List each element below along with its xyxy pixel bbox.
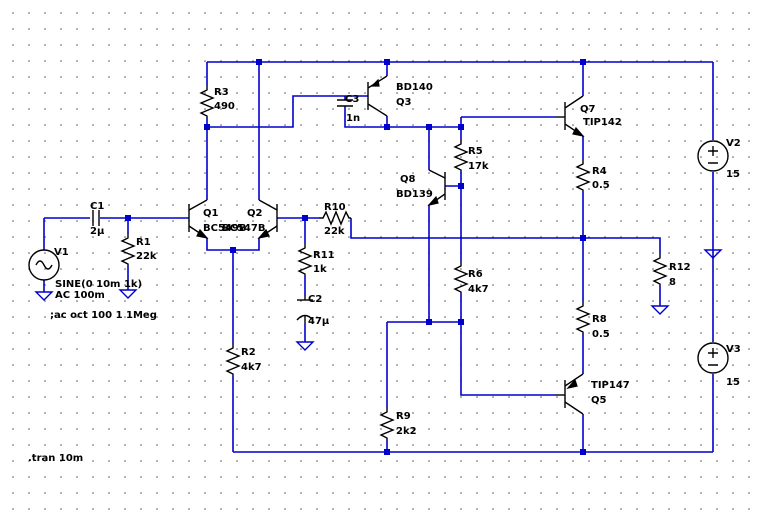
voltage-source-v2[interactable]: V2 15 (697, 138, 741, 180)
c3-ref: C3 (345, 94, 359, 105)
resistor-r3[interactable]: R3 490 (199, 86, 235, 118)
resistor-r4[interactable]: R4 0.5 (575, 160, 610, 192)
r10-value: 22k (324, 226, 345, 237)
r5-value: 17k (468, 161, 489, 172)
r1-ref: R1 (136, 237, 151, 248)
q1-value: BC549B (203, 223, 246, 234)
resistor-r1[interactable]: R1 22k (120, 234, 157, 266)
c2-value: 47µ (308, 316, 330, 327)
ground-icon (118, 289, 138, 299)
v3-value: 15 (726, 377, 740, 388)
q1-ref: Q1 (203, 208, 219, 219)
voltage-source-v1[interactable]: V1 SINE(0 10m 1k) AC 100m (28, 247, 142, 301)
q3-ref: Q3 (396, 97, 412, 108)
v1-value: SINE(0 10m 1k) (55, 279, 142, 290)
q8-ref: Q8 (400, 174, 416, 185)
transistor-q3[interactable]: BD140 Q3 (367, 75, 433, 117)
resistor-r6[interactable]: R6 4k7 (453, 262, 489, 295)
r11-value: 1k (313, 264, 327, 275)
tran-directive[interactable]: .tran 10m (28, 453, 83, 464)
r8-value: 0.5 (592, 329, 610, 340)
r1-value: 22k (136, 251, 157, 262)
r12-ref: R12 (669, 262, 691, 273)
q2-value: BC547B (222, 223, 265, 234)
r2-value: 4k7 (241, 362, 262, 373)
r8-ref: R8 (592, 314, 607, 325)
capacitor-c2[interactable]: C2 47µ (296, 294, 330, 327)
q7-value: TIP142 (583, 117, 622, 128)
capacitor-c3[interactable]: C3 1n (337, 94, 360, 124)
q3-value: BD140 (396, 82, 433, 93)
transistor-q1[interactable]: Q1 BC549B (188, 199, 246, 239)
r3-ref: R3 (214, 87, 229, 98)
resistor-r2[interactable]: R2 4k7 (225, 344, 262, 376)
v2-value: 15 (726, 169, 740, 180)
r9-ref: R9 (396, 411, 411, 422)
r10-ref: R10 (324, 202, 346, 213)
q7-ref: Q7 (580, 104, 596, 115)
resistor-r5[interactable]: R5 17k (453, 140, 489, 172)
ac-directive[interactable]: ;ac oct 100 1 1Meg (50, 310, 157, 321)
r3-value: 490 (214, 101, 235, 112)
c3-value: 1n (346, 113, 360, 124)
r11-ref: R11 (313, 250, 335, 261)
ground-icon (650, 305, 670, 315)
transistor-q7[interactable]: Q7 TIP142 (555, 95, 622, 137)
r2-ref: R2 (241, 347, 256, 358)
resistor-r11[interactable]: R11 1k (297, 244, 335, 276)
transistor-q2[interactable]: Q2 BC547B (222, 199, 278, 239)
capacitor-c1[interactable]: C1 2µ (90, 201, 105, 237)
resistor-r9[interactable]: R9 2k2 (379, 408, 417, 440)
ground-icon (703, 249, 723, 259)
r6-ref: R6 (468, 269, 483, 280)
c1-ref: C1 (90, 201, 104, 212)
ground-icon (295, 341, 315, 351)
r5-ref: R5 (468, 146, 483, 157)
voltage-source-v3[interactable]: V3 15 (697, 342, 741, 388)
ground-symbols (34, 249, 723, 351)
r6-value: 4k7 (468, 284, 489, 295)
resistor-r8[interactable]: R8 0.5 (575, 302, 610, 340)
v3-ref: V3 (726, 344, 741, 355)
q8-value: BD139 (396, 189, 433, 200)
resistor-r12[interactable]: R12 8 (652, 254, 691, 288)
q2-ref: Q2 (247, 208, 263, 219)
resistor-r10[interactable]: R10 22k (319, 202, 351, 237)
ground-icon (34, 291, 54, 301)
transistor-q5[interactable]: TIP147 Q5 (555, 373, 630, 415)
transistor-q8[interactable]: Q8 BD139 (396, 169, 446, 206)
c2-ref: C2 (308, 294, 322, 305)
r12-value: 8 (669, 277, 676, 288)
q5-value: TIP147 (591, 380, 630, 391)
r9-value: 2k2 (396, 426, 417, 437)
q5-ref: Q5 (591, 395, 607, 406)
r4-value: 0.5 (592, 180, 610, 191)
c1-value: 2µ (90, 226, 105, 237)
junctions (125, 59, 586, 455)
v1-value-ac: AC 100m (55, 290, 105, 301)
r4-ref: R4 (592, 166, 607, 177)
v1-ref: V1 (54, 247, 69, 258)
v2-ref: V2 (726, 138, 741, 149)
